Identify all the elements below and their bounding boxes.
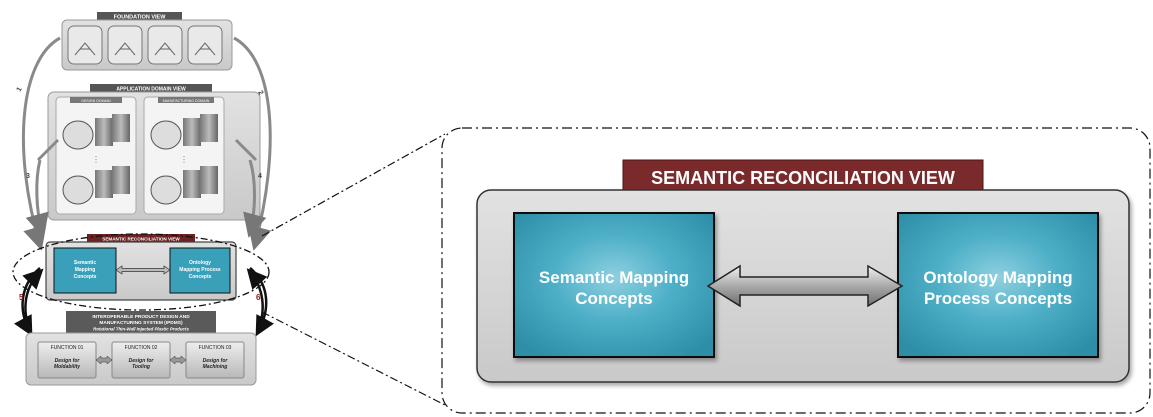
feedback-arrows [14,267,274,337]
manufacturing-domain-label: MANUFACTURING DOMAIN [163,99,210,103]
svg-text:1: 1 [16,86,24,93]
ipdms-panel: INTEROPERABLE PRODUCT DESIGN AND MANUFAC… [25,311,257,386]
function-03-header: FUNCTION 03 [199,345,232,351]
ipdms-subtitle: Rotational Thin-Wall Injected Plastic Pr… [93,327,189,332]
zoom-connector-lines [261,133,446,406]
mini-ontology-mapping-line1: Ontology [189,260,211,266]
svg-text:4: 4 [258,173,262,180]
svg-text:5: 5 [19,293,24,302]
function-03-line1: Design for [203,358,229,364]
design-domain-tab [70,97,122,103]
overview-arrow-labels: 1 2 3 4 [16,86,265,180]
semantic-mapping-line1: Semantic Mapping [539,268,689,287]
mini-srv-label: SEMANTIC RECONCILIATION VIEW [102,236,180,241]
application-domain-view-panel: APPLICATION DOMAIN VIEW DESIGN DOMAIN MA… [47,84,261,221]
function-01-header: FUNCTION 01 [51,345,84,351]
ipdms-title-line1: INTEROPERABLE PRODUCT DESIGN AND [92,314,190,320]
mini-srv-tab [87,234,195,242]
svg-text:⋮: ⋮ [92,155,100,164]
mini-semantic-mapping-line1: Semantic [74,260,96,266]
mini-srv-highlight-ellipse [12,233,270,311]
feedback-arrow-labels: 5 6 [19,293,261,302]
mini-ontology-mapping-line2: Mapping Process [179,267,221,273]
svg-text:6: 6 [256,293,261,302]
foundation-view-label: FOUNDATION VIEW [114,15,167,21]
ontology-mapping-line2: Process Concepts [924,289,1072,308]
function-arrow-2-3 [169,355,187,365]
design-domain-label: DESIGN DOMAIN [81,99,111,103]
detail-title-tab [622,159,984,193]
svg-text:2: 2 [256,90,264,97]
semantic-mapping-concepts-box [513,212,715,358]
function-01-line1: Design for [55,358,81,364]
function-arrow-1-2 [95,355,113,365]
mini-semantic-mapping-box [53,247,117,294]
manufacturing-domain-tab [158,97,214,103]
function-02-line1: Design for [129,358,155,364]
detail-title: SEMANTIC RECONCILIATION VIEW [651,168,955,188]
foundation-view-panel: FOUNDATION VIEW [61,12,233,71]
foundation-ontology-cylinders [67,25,223,65]
mini-ontology-mapping-box [169,247,231,294]
function-02-header: FUNCTION 02 [125,345,158,351]
mini-ontology-mapping-line3: Concepts [189,274,212,280]
mini-semantic-reconciliation-view: SEMANTIC RECONCILIATION VIEW Semantic Ma… [12,233,270,311]
function-01-line2: Moldability [54,364,80,370]
domain-databases: ⋮ ⋮ [62,114,218,205]
detail-view: SEMANTIC RECONCILIATION VIEW Semantic Ma… [441,127,1151,414]
application-domain-view-label: APPLICATION DOMAIN VIEW [116,87,186,93]
overview-connector-arrows [21,36,272,251]
foundation-view-tab [97,12,182,20]
ipdms-title-line2: MANUFACTURING SYSTEM (IPDMS) [99,320,183,326]
ontology-mapping-process-concepts-box [897,212,1099,358]
application-domain-view-tab [90,84,212,92]
mini-semantic-mapping-line3: Concepts [74,274,97,280]
overview-diagram: FOUNDATION VIEW APPLICATION DOMAIN VIEW … [12,12,274,386]
bidirectional-mapping-arrow [706,264,904,308]
svg-text:3: 3 [26,173,30,180]
mini-semantic-mapping-line2: Mapping [75,267,96,273]
ipdms-header [66,311,216,333]
svg-text:⋮: ⋮ [180,155,188,164]
function-02-line2: Tooling [132,364,150,370]
ontology-mapping-line1: Ontology Mapping [923,268,1072,287]
function-03-line2: Machining [203,364,228,370]
semantic-mapping-line2: Concepts [575,289,652,308]
mini-bidirectional-arrow [115,265,171,275]
